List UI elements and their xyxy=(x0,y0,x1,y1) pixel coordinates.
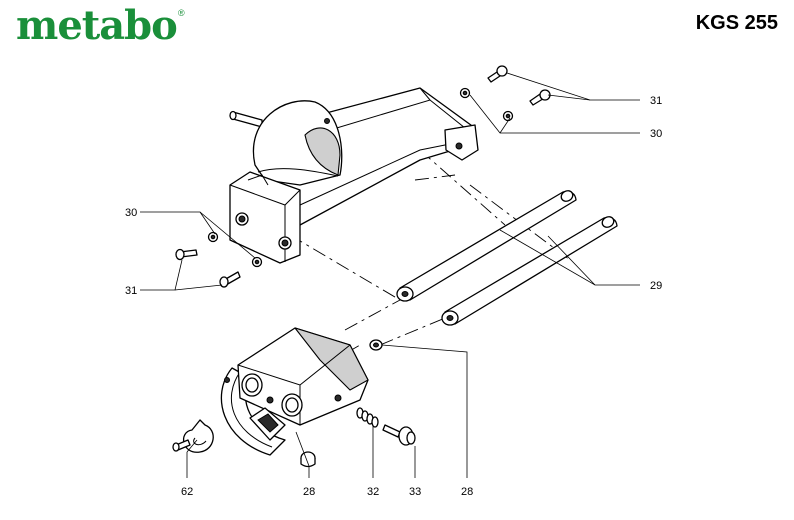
screw-31-top-a xyxy=(487,65,508,83)
lower-carriage-housing xyxy=(220,327,369,456)
spring-32 xyxy=(356,407,379,428)
callout-33: 33 xyxy=(409,486,421,498)
callout-62: 62 xyxy=(181,486,193,498)
callout-30-top: 30 xyxy=(650,128,662,140)
guide-rod-29-b xyxy=(441,216,618,326)
callout-labels: 31 30 30 31 29 62 28 32 33 28 xyxy=(125,95,662,498)
guide-rod-29-a xyxy=(396,190,577,302)
washer-30-top-b xyxy=(502,110,514,122)
washer-30-top-a xyxy=(459,87,471,99)
registered-mark: ® xyxy=(178,8,185,18)
screw-31-left-b xyxy=(219,271,241,288)
callout-31-top: 31 xyxy=(650,95,662,107)
screw-31-top-b xyxy=(529,89,551,106)
upper-arm-housing xyxy=(229,87,479,264)
cap-28-right xyxy=(369,339,383,351)
brand-logo: metabo xyxy=(16,2,178,49)
leader-lines xyxy=(140,72,640,478)
callout-30-left: 30 xyxy=(125,207,137,219)
callout-28-bottom: 28 xyxy=(303,486,315,498)
screw-31-left-a xyxy=(175,248,198,261)
washer-30-left-a xyxy=(207,231,219,243)
circlip-62 xyxy=(182,419,214,453)
callout-31-left: 31 xyxy=(125,285,137,297)
callout-29: 29 xyxy=(650,280,662,292)
callout-28-right: 28 xyxy=(461,486,473,498)
model-title: KGS 255 xyxy=(695,12,778,34)
screw-62 xyxy=(172,439,191,452)
callout-32: 32 xyxy=(367,486,379,498)
knob-bolt-33 xyxy=(382,424,416,446)
washer-30-left-b xyxy=(251,256,263,268)
